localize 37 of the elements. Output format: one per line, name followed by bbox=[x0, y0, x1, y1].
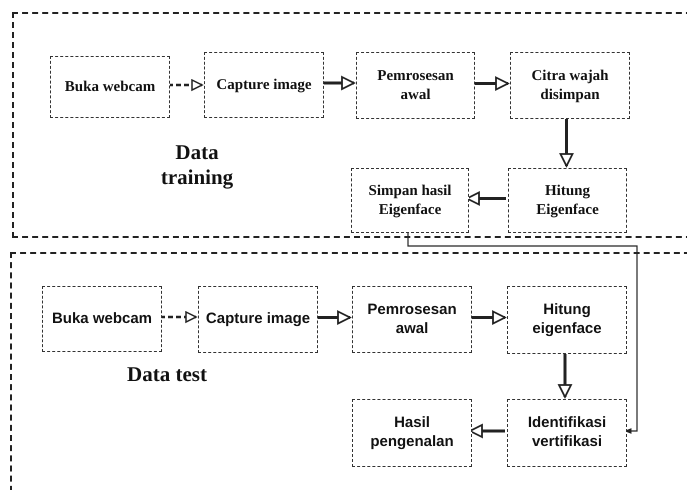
section-title: Data training bbox=[160, 140, 234, 190]
arrow bbox=[160, 311, 197, 323]
arrow bbox=[316, 310, 351, 324]
process-label: Pemrosesan awal bbox=[366, 300, 458, 338]
process-label: Hitung Eigenface bbox=[535, 182, 600, 220]
section-title: Data test bbox=[126, 362, 208, 388]
process-label: Citra wajah disimpan bbox=[530, 66, 610, 104]
process-box bbox=[352, 399, 472, 467]
process-box bbox=[351, 168, 469, 233]
process-label: Capture image bbox=[216, 76, 312, 94]
process-box bbox=[204, 52, 324, 118]
process-label: Buka webcam bbox=[64, 78, 156, 96]
process-label: Capture image bbox=[206, 310, 310, 329]
process-label: Buka webcam bbox=[52, 310, 152, 328]
process-box bbox=[198, 286, 318, 353]
process-label: Pemrosesan awal bbox=[376, 66, 455, 104]
process-box bbox=[507, 286, 627, 354]
arrow bbox=[322, 76, 355, 90]
section-panel bbox=[12, 12, 687, 238]
process-label: Simpan hasil Eigenface bbox=[368, 182, 452, 220]
arrow bbox=[558, 352, 572, 398]
process-box bbox=[42, 286, 162, 352]
arrow bbox=[470, 310, 506, 324]
process-box bbox=[510, 52, 630, 119]
process-box bbox=[50, 56, 170, 118]
section-panel bbox=[10, 252, 687, 490]
process-label: Identifikasi vertifikasi bbox=[526, 414, 608, 452]
process-box bbox=[507, 399, 627, 467]
process-box bbox=[352, 286, 472, 353]
process-label: Hasil pengenalan bbox=[369, 414, 455, 452]
process-box bbox=[356, 52, 475, 119]
process-box bbox=[508, 168, 627, 233]
arrow bbox=[560, 117, 574, 167]
arrow bbox=[168, 79, 203, 91]
arrow bbox=[473, 76, 509, 90]
process-label: Hitung eigenface bbox=[531, 301, 603, 339]
arrow bbox=[407, 231, 638, 434]
